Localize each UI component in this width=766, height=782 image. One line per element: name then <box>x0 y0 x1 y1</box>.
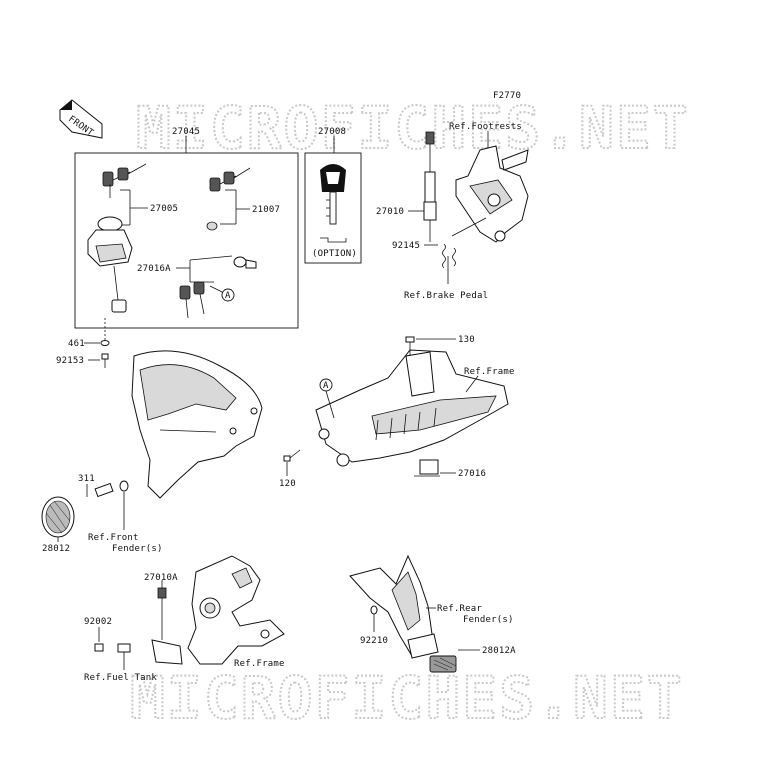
bolt-120 <box>283 449 301 462</box>
callout-27010a: 27010A <box>144 573 178 583</box>
callout-92210: 92210 <box>360 636 388 646</box>
watermark-top: MICROFICHES.NET <box>136 94 690 162</box>
callout-120: 120 <box>279 479 296 489</box>
callout-27045: 27045 <box>172 127 200 137</box>
ignition-switch <box>87 216 133 313</box>
key-27008 <box>320 164 347 243</box>
callout-27016a: 27016A <box>137 264 171 274</box>
reflector-28012 <box>41 496 75 538</box>
callout-27008: 27008 <box>318 127 346 137</box>
ref-front-fender-2: Fender(s) <box>112 544 163 554</box>
rear-fender <box>349 554 439 659</box>
option-key-box <box>304 152 362 264</box>
callout-92002: 92002 <box>84 617 112 627</box>
callout-21007: 21007 <box>252 205 280 215</box>
callout-311: 311 <box>78 474 95 484</box>
ref-a-box: A <box>225 291 231 301</box>
nut-311 <box>94 480 129 498</box>
ref-brake-pedal: Ref.Brake Pedal <box>404 291 488 301</box>
callout-28012a: 28012A <box>482 646 516 656</box>
ref-rear-fender-2: Fender(s) <box>463 615 514 625</box>
ref-front-fender: Ref.Front <box>88 533 139 543</box>
callout-92145: 92145 <box>392 241 420 251</box>
bolt-92002 <box>94 643 104 652</box>
ref-fuel-tank: Ref.Fuel Tank <box>84 673 157 683</box>
cock-27010a <box>117 587 183 665</box>
spring-92145 <box>442 243 456 269</box>
callout-28012: 28012 <box>42 544 70 554</box>
figure-code: F2770 <box>493 91 521 101</box>
ref-frame-bottom: Ref.Frame <box>234 659 285 669</box>
front-arrow-icon: FRONT <box>59 99 103 139</box>
ref-rear-fender: Ref.Rear <box>437 604 482 614</box>
bolt-92153 <box>101 353 109 368</box>
key-set-21007 <box>206 167 251 231</box>
callout-92153: 92153 <box>56 356 84 366</box>
nut-92210 <box>370 605 378 615</box>
callout-27016: 27016 <box>458 469 486 479</box>
reflector-28012a <box>429 655 457 673</box>
lower-frame-part <box>187 555 285 665</box>
ref-frame-top: Ref.Frame <box>464 367 515 377</box>
callout-461: 461 <box>68 339 85 349</box>
ref-a-frame: A <box>323 381 329 391</box>
watermark-bottom: MICROFICHES.NET <box>130 664 684 732</box>
key-set-27016a <box>179 256 257 319</box>
key-set-27005 <box>102 163 147 198</box>
callout-27010: 27010 <box>376 207 404 217</box>
option-label: (OPTION) <box>312 249 357 259</box>
rear-frame-assembly <box>315 349 509 477</box>
washer-461 <box>100 340 110 346</box>
ignition-set-box <box>74 152 299 329</box>
brake-switch-27010 <box>423 131 437 242</box>
front-fender <box>131 350 263 499</box>
callout-27005: 27005 <box>150 204 178 214</box>
ref-footrests: Ref.Footrests <box>449 122 522 132</box>
callout-130: 130 <box>458 335 475 345</box>
footrest-bracket <box>451 145 529 243</box>
bolt-130 <box>405 336 415 356</box>
